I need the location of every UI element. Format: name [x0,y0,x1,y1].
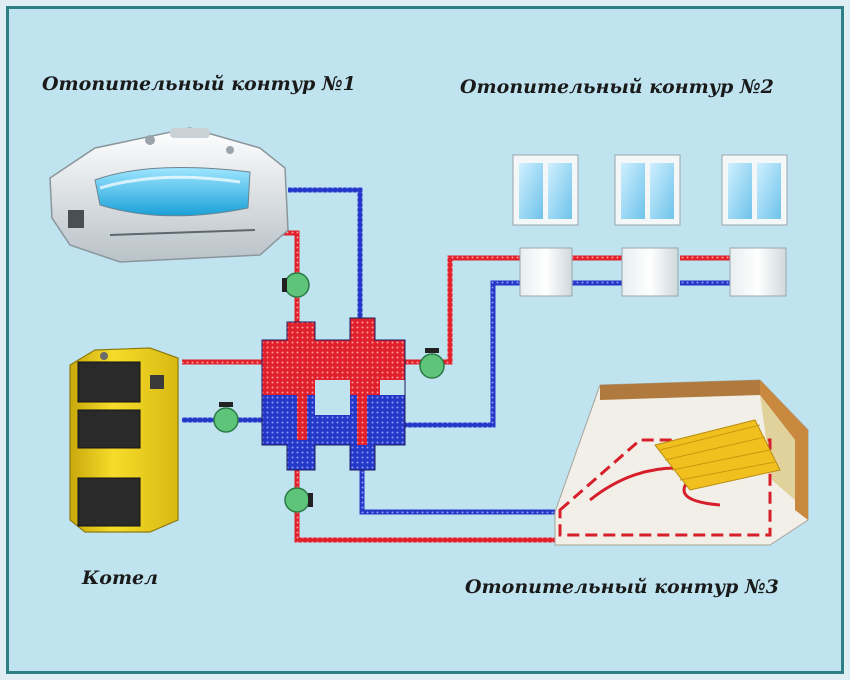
pump-circuit2 [419,348,445,379]
window-3 [721,154,788,226]
diagram-frame [6,6,844,674]
circuit1-label: Отопительный контур №1 [42,73,356,95]
jacuzzi-bathtub-icon [49,127,289,263]
radiator-1 [519,247,573,297]
radiator-2 [621,247,679,297]
circuit3-label: Отопительный контур №3 [465,576,779,598]
hydraulic-manifold [261,317,406,471]
pump-circuit1 [282,272,310,298]
window-2 [614,154,681,226]
window-1 [512,154,579,226]
radiators-with-windows-icon [512,154,788,297]
pump-circuit3 [284,487,313,513]
underfloor-heating-icon [554,379,809,546]
pump-boiler [213,402,239,433]
boiler-label: Котел [82,567,159,589]
cold-pipes [288,187,730,515]
circuit2-label: Отопительный контур №2 [460,76,774,98]
radiator-3 [729,247,787,297]
solid-fuel-boiler-icon [69,347,179,533]
